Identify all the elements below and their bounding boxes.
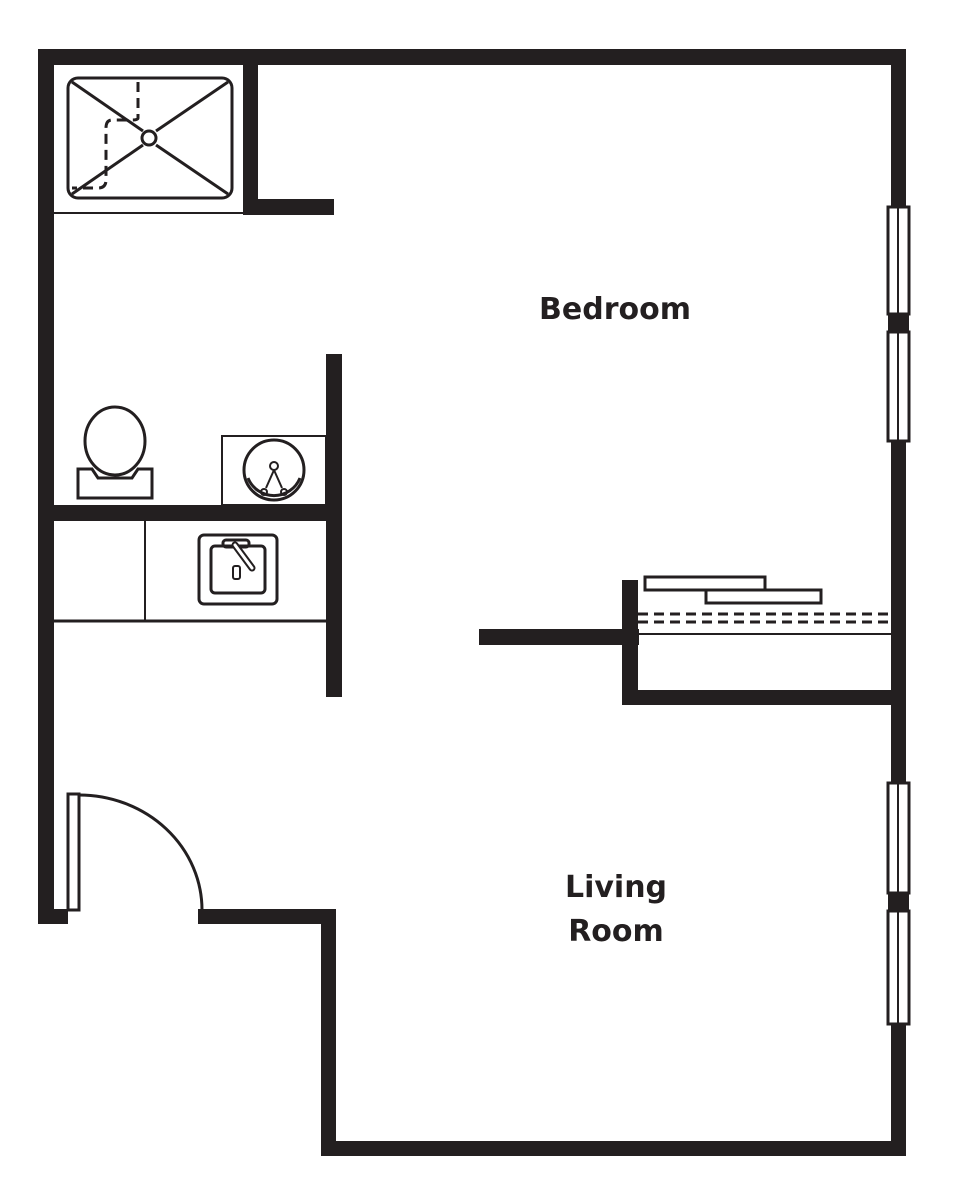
interior-walls <box>54 65 906 705</box>
window-bedroom-icon <box>886 205 911 443</box>
kitchen-counter <box>54 521 326 623</box>
room-label-living-room: Living Room <box>516 866 716 954</box>
kitchen-sink-icon <box>197 533 279 606</box>
shower-stall-icon <box>54 76 243 214</box>
window-living-room-icon <box>886 781 911 1026</box>
room-label-living-line1: Living <box>564 870 668 905</box>
toilet-icon <box>76 405 154 500</box>
closet-sliding-doors-icon <box>638 575 891 635</box>
room-label-bedroom: Bedroom <box>539 292 691 327</box>
entry-door-icon <box>66 792 204 912</box>
room-label-living-line2: Room <box>568 914 664 949</box>
bathroom-sink-icon <box>221 435 327 506</box>
